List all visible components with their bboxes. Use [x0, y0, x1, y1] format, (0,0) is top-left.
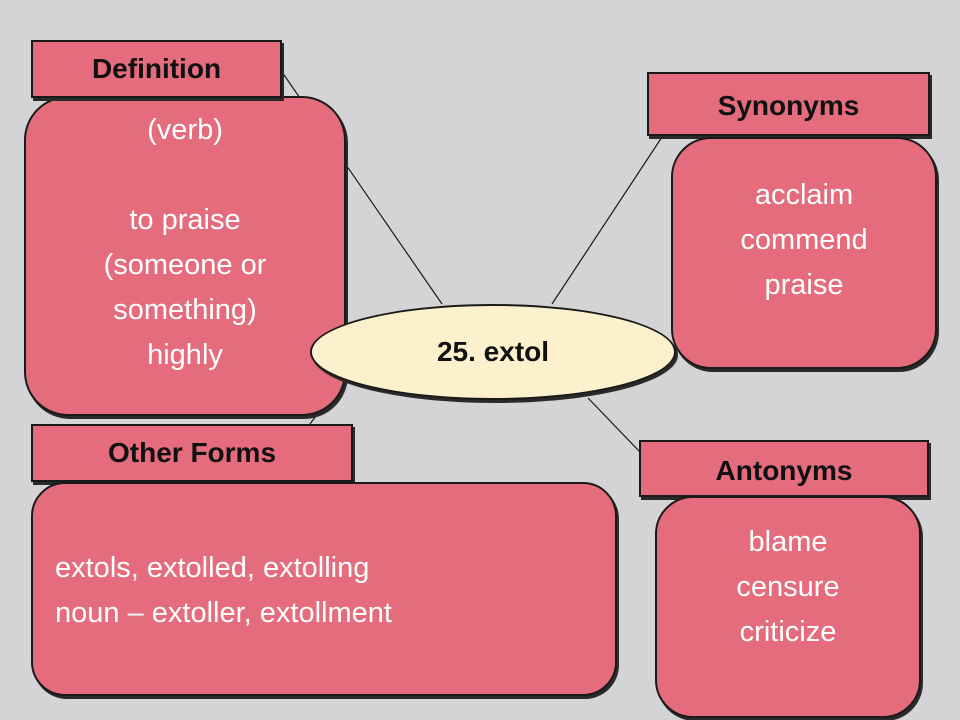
definition-line — [26, 153, 344, 198]
antonyms-lines: blame censure criticize — [657, 520, 919, 655]
definition-line: (verb) — [147, 114, 223, 146]
synonyms-lines: acclaim commend praise — [673, 173, 935, 308]
antonyms-line: criticize — [739, 616, 837, 648]
definition-line: something) — [113, 294, 257, 326]
definition-line: highly — [147, 339, 223, 371]
antonyms-heading: Antonyms — [639, 440, 929, 497]
synonyms-line: praise — [764, 269, 844, 301]
synonyms-line: acclaim — [754, 179, 854, 211]
definition-heading: Definition — [31, 40, 282, 98]
other-forms-line: extols, extolled, extolling — [55, 552, 370, 584]
other-forms-lines: extols, extolled, extolling noun – extoll… — [55, 546, 615, 636]
antonyms-line: blame — [748, 526, 828, 558]
synonyms-heading: Synonyms — [647, 72, 930, 136]
other-forms-heading: Other Forms — [31, 424, 353, 482]
connector-synonyms — [551, 136, 663, 305]
definition-line: to praise — [129, 204, 241, 236]
connector-antonyms — [587, 397, 641, 453]
synonyms-box: acclaim commend praise — [671, 137, 937, 369]
other-forms-line: noun – extoller, extollment — [55, 597, 392, 629]
definition-lines: (verb) to praise (someone or something) hig… — [26, 108, 344, 378]
synonyms-line: commend — [740, 224, 868, 256]
definition-box: (verb) to praise (someone or something) hig… — [24, 96, 346, 416]
antonyms-box: blame censure criticize — [655, 496, 921, 718]
center-word: 25. extol — [310, 304, 676, 400]
other-forms-box: extols, extolled, extolling noun – extoll… — [31, 482, 617, 696]
definition-line: (someone or — [103, 249, 267, 281]
antonyms-line: censure — [736, 571, 840, 603]
